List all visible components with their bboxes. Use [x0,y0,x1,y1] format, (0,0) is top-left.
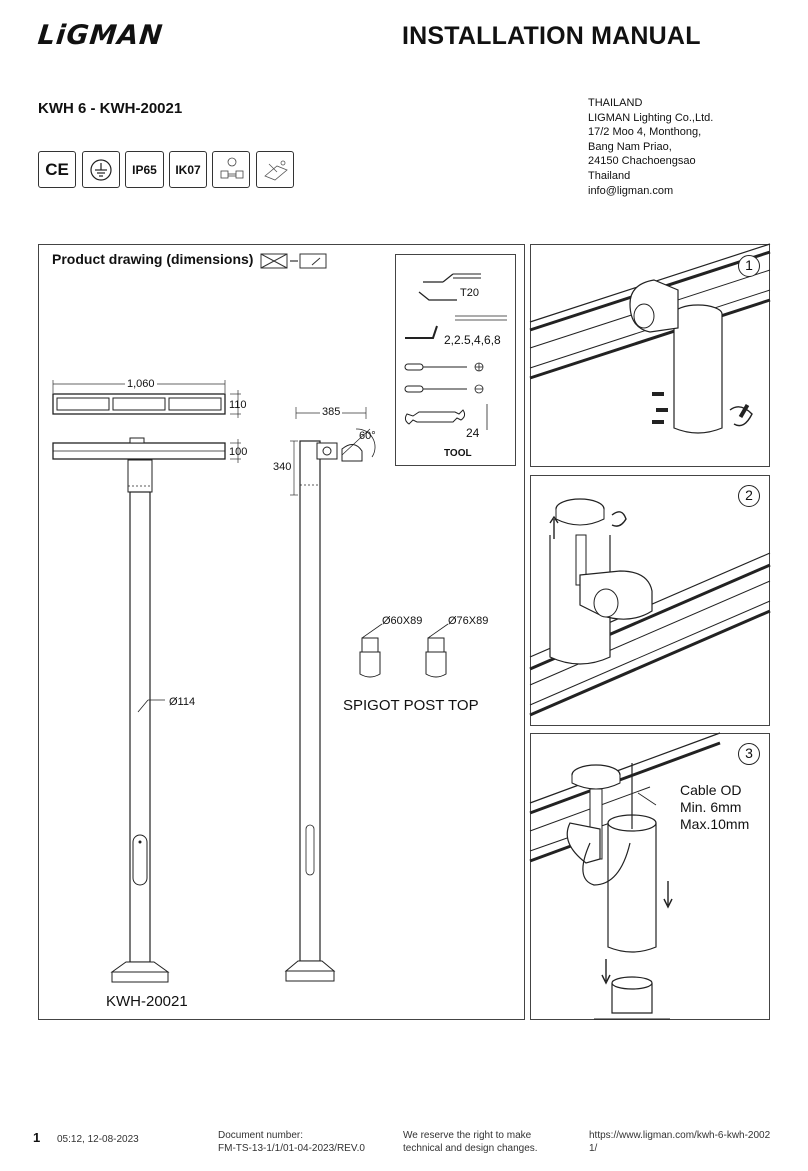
disclaimer-line2: technical and design changes. [403,1142,538,1154]
step1-number: 1 [745,257,753,273]
step3-illustration [529,732,721,1020]
installation-icon [264,160,288,181]
driver-badge [212,151,250,188]
step3-number: 3 [745,745,753,761]
page-number: 1 [33,1130,41,1145]
ik-rating-badge: IK07 [169,151,207,188]
no-cover-icon [260,253,327,269]
cable-od-min: Min. 6mm [680,799,742,815]
url-line1[interactable]: https://www.ligman.com/kwh-6-kwh-2002 [589,1130,771,1141]
earth-ground-badge [82,151,120,188]
cable-od-title: Cable OD [680,782,742,798]
spigot2-label: Ø76X89 [448,615,489,627]
step1-panel [530,244,770,467]
address-line2: Bang Nam Priao, [588,140,672,153]
pole-side-view [284,407,376,982]
footer-url[interactable]: https://www.ligman.com/kwh-6-kwh-2002 1/ [589,1130,770,1155]
spigot-title: SPIGOT POST TOP [343,697,479,714]
model-title: KWH 6 - KWH-20021 [38,100,183,117]
address-line4: Thailand [588,169,631,182]
step3-number-circle [738,743,760,765]
step2-panel [530,475,770,726]
step2-number: 2 [745,487,753,503]
spigot1-label: Ø60X89 [382,615,423,627]
address-line1: 17/2 Moo 4, Monthong, [588,126,702,139]
pole-front-view [110,459,170,983]
step2-illustration [529,498,771,717]
address-company: LIGMAN Lighting Co.,Ltd. [588,111,714,124]
address-line3: 24150 Chachoengsao [588,155,696,168]
tool-panel [395,254,516,466]
installation-badge [256,151,294,188]
arm-dimension-label: 385 [320,406,343,418]
ip-rating-badge: IP65 [125,151,164,188]
wrench-size-label: 24 [466,426,480,440]
step2-number-circle [738,485,760,507]
footer-timestamp: 05:12, 12-08-2023 [57,1134,139,1145]
step1-number-circle [738,255,760,277]
step1-illustration [529,243,771,434]
ce-mark-badge: CE [38,151,76,188]
driver-icon [220,157,244,179]
cable-od-note: Cable OD Min. 6mm Max.10mm [680,782,749,833]
company-address: THAILAND LIGMAN Lighting Co.,Ltd. 17/2 M… [588,96,713,198]
document-title: INSTALLATION MANUAL [402,22,701,50]
torx-size-label: T20 [460,287,479,299]
tool-title: TOOL [444,448,472,459]
tilt-angle-label: 60° [359,430,376,442]
height1-dimension-label: 110 [229,399,247,411]
brand-logo: LiGMAN [36,20,165,51]
address-country: THAILAND [588,97,643,109]
pole-diameter-label: Ø114 [169,696,196,708]
height2-dimension-label: 100 [229,446,248,458]
product-drawing-panel [38,244,525,1020]
tool-drawings [404,273,507,430]
width-dimension-label: 1,060 [125,378,157,390]
footer-disclaimer: We reserve the right to make technical a… [403,1130,538,1155]
luminaire-top-view [52,380,241,463]
document-number-value: FM-TS-13-1/1/01-04-2023/REV.0 [218,1142,365,1154]
product-drawing-title: Product drawing (dimensions) [52,251,254,267]
url-line2[interactable]: 1/ [589,1142,598,1154]
disclaimer-line1: We reserve the right to make [403,1130,532,1141]
spigot-drawings [359,623,449,678]
document-number-label: Document number: [218,1130,304,1141]
cable-od-max: Max.10mm [680,816,750,832]
hex-size-label: 2,2.5,4,6,8 [444,333,501,347]
product-code-label: KWH-20021 [106,993,188,1010]
earth-ground-icon [90,159,112,181]
footer-document-number: Document number: FM-TS-13-1/1/01-04-2023… [218,1130,365,1155]
arm-height-label: 340 [273,461,292,473]
address-email: info@ligman.com [588,184,674,197]
